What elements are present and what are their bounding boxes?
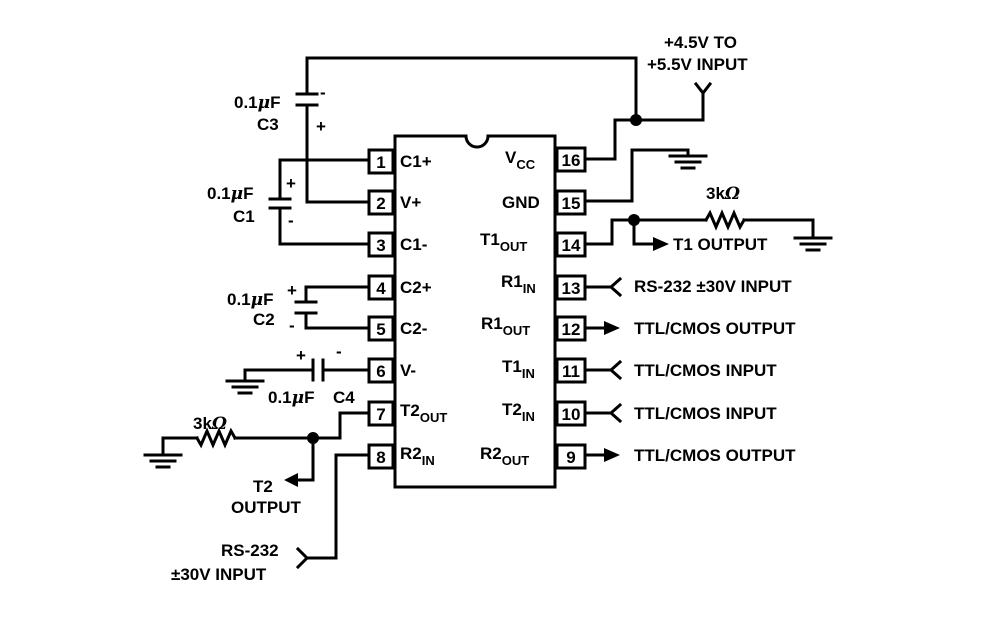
t2-output-label-line1: T2 xyxy=(253,477,273,496)
pin-12-name: R1OUT xyxy=(481,314,530,338)
pin-6-number: 6 xyxy=(376,362,385,381)
c4-plus: + xyxy=(296,346,306,365)
r2-input-label-line1: RS-232 xyxy=(221,541,279,560)
gnd-wiring xyxy=(585,148,708,203)
pin-4-name: C2+ xyxy=(400,278,432,297)
pin-16-name: VCC xyxy=(505,148,536,172)
pin-9-name: R2OUT xyxy=(480,444,529,468)
left-pin-boxes xyxy=(367,148,395,470)
r-t1-value: 3kΩ xyxy=(706,184,740,204)
pin-3-number: 3 xyxy=(376,236,385,255)
pin-12-number: 12 xyxy=(562,320,581,339)
pin-2-number: 2 xyxy=(376,194,385,213)
r-t2-value: 3kΩ xyxy=(193,414,227,434)
c4-value: 0.1μF xyxy=(268,388,314,408)
c1-plus: + xyxy=(286,174,296,193)
pin-13-number: 13 xyxy=(562,279,581,298)
c2-minus: - xyxy=(289,316,295,335)
pin-14-name: T1OUT xyxy=(480,230,527,254)
pin-10-name: T2IN xyxy=(502,400,535,424)
t1-input-label: TTL/CMOS INPUT xyxy=(634,361,777,380)
supply-label-line1: +4.5V TO xyxy=(664,33,737,52)
pin-14-number: 14 xyxy=(562,236,581,255)
t2-output-wiring xyxy=(143,411,369,487)
t2-input-label: TTL/CMOS INPUT xyxy=(634,404,777,423)
pin-4-number: 4 xyxy=(376,279,386,298)
r1-input-wiring xyxy=(585,276,623,298)
right-pin-boxes xyxy=(555,146,587,470)
t2-input-wiring xyxy=(585,402,623,424)
r1-output-label: TTL/CMOS OUTPUT xyxy=(634,319,796,338)
pin-11-number: 11 xyxy=(562,362,580,381)
c2-name: C2 xyxy=(253,310,275,329)
pin-5-number: 5 xyxy=(376,320,385,339)
supply-label-line2: +5.5V INPUT xyxy=(647,55,748,74)
c3-value: 0.1μF xyxy=(234,93,280,113)
pin-8-name: R2IN xyxy=(400,444,435,468)
r2-output-label: TTL/CMOS OUTPUT xyxy=(634,446,796,465)
ground-c4-icon xyxy=(225,379,265,395)
capacitor-c4 xyxy=(243,358,369,383)
pin-7-name: T2OUT xyxy=(400,401,447,425)
c4-name: C4 xyxy=(333,388,355,407)
c2-value: 0.1μF xyxy=(227,290,273,310)
c1-name: C1 xyxy=(233,207,255,226)
pin-15-name: GND xyxy=(502,193,540,212)
t1-output-wiring xyxy=(585,209,833,252)
pin-1-number: 1 xyxy=(376,153,385,172)
pin-8-number: 8 xyxy=(376,448,385,467)
pin-5-name: C2- xyxy=(400,319,427,338)
ic-body xyxy=(393,134,557,489)
r1-output-wiring xyxy=(585,321,620,335)
capacitor-c2 xyxy=(294,285,369,330)
pin-7-number: 7 xyxy=(376,405,385,424)
r2-input-label-line2: ±30V INPUT xyxy=(171,565,267,584)
t1-output-label: T1 OUTPUT xyxy=(673,235,768,254)
r1-input-label: RS-232 ±30V INPUT xyxy=(634,277,792,296)
pin-15-number: 15 xyxy=(562,194,581,213)
pin-1-name: C1+ xyxy=(400,152,432,171)
t1-input-wiring xyxy=(585,359,623,381)
pin-3-name: C1- xyxy=(400,235,427,254)
c3-name: C3 xyxy=(257,115,279,134)
pin-10-number: 10 xyxy=(562,405,581,424)
pin-2-name: V+ xyxy=(400,193,421,212)
c2-plus: + xyxy=(287,281,297,300)
c3-minus: - xyxy=(320,83,326,102)
pin-6-name: V- xyxy=(400,361,416,380)
pin-11-name: T1IN xyxy=(502,357,535,381)
pin-9-number: 9 xyxy=(566,448,575,467)
r2-input-wiring xyxy=(295,453,369,570)
supply-wiring xyxy=(305,56,713,161)
c3-plus: + xyxy=(316,117,326,136)
pin-13-name: R1IN xyxy=(501,272,536,296)
r2-output-wiring xyxy=(585,448,620,462)
capacitor-c1 xyxy=(268,158,369,246)
c1-minus: - xyxy=(288,211,294,230)
capacitor-c3 xyxy=(295,92,369,204)
c4-minus: - xyxy=(336,342,342,361)
pin-16-number: 16 xyxy=(562,151,581,170)
c1-value: 0.1μF xyxy=(207,184,253,204)
t2-output-label-line2: OUTPUT xyxy=(231,498,302,517)
